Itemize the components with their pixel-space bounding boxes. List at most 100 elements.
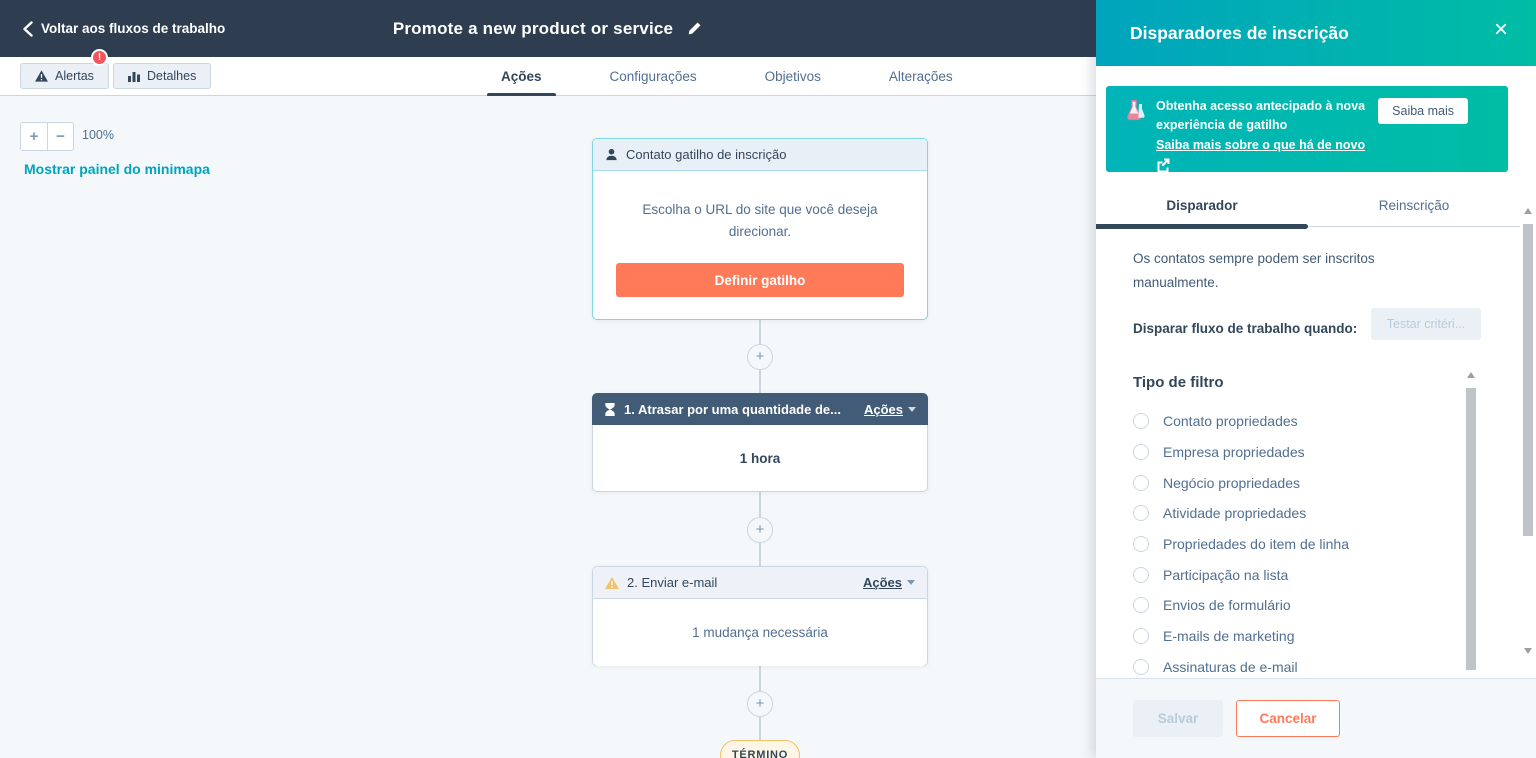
trigger-card-description: Escolha o URL do site que você deseja di… <box>642 202 878 240</box>
filter-list-scrollbar[interactable] <box>1464 372 1478 672</box>
radio-icon[interactable] <box>1133 413 1149 430</box>
tab-configuracoes[interactable]: Configurações <box>609 68 697 84</box>
filter-option-item-de-linha[interactable]: Propriedades do item de linha <box>1133 529 1463 560</box>
panel-tab-disparador[interactable]: Disparador <box>1096 190 1308 229</box>
editor-toolbar: Alertas ! Detalhes Ações Configurações O… <box>0 49 1096 97</box>
filter-option-label: E-mails de marketing <box>1163 628 1295 645</box>
add-action-button[interactable] <box>747 344 773 370</box>
alerts-badge: ! <box>91 49 108 66</box>
experiment-flasks-icon <box>1127 100 1145 121</box>
chevron-left-icon <box>23 20 33 37</box>
show-minimap-link[interactable]: Mostrar painel do minimapa <box>24 161 210 177</box>
filter-option-label: Assinaturas de e-mail <box>1163 658 1298 675</box>
panel-header: Disparadores de inscrição × <box>1096 0 1536 66</box>
panel-tab-reinscricao[interactable]: Reinscrição <box>1378 198 1450 213</box>
set-trigger-button[interactable]: Definir gatilho <box>616 263 904 297</box>
filter-option-empresa-propriedades[interactable]: Empresa propriedades <box>1133 437 1463 468</box>
details-label: Detalhes <box>147 69 197 83</box>
save-button[interactable]: Salvar <box>1133 700 1223 737</box>
email-card-title: 2. Enviar e-mail <box>627 575 718 590</box>
early-access-banner: Obtenha acesso antecipado à nova experiê… <box>1106 86 1508 172</box>
delay-actions-label: Ações <box>863 401 903 417</box>
add-action-button[interactable] <box>747 517 773 543</box>
filter-option-envios-formulario[interactable]: Envios de formulário <box>1133 590 1463 621</box>
scroll-down-icon[interactable] <box>1524 648 1532 654</box>
filter-option-label: Contato propriedades <box>1163 413 1298 430</box>
radio-icon[interactable] <box>1133 536 1149 553</box>
add-action-button[interactable] <box>747 691 773 717</box>
delay-actions-menu[interactable]: Ações <box>864 402 916 417</box>
panel-footer: Salvar Cancelar <box>1096 678 1536 758</box>
details-button[interactable]: Detalhes <box>113 63 212 89</box>
zoom-out-button[interactable]: − <box>47 123 73 150</box>
filter-option-label: Envios de formulário <box>1163 597 1291 614</box>
filter-option-label: Negócio propriedades <box>1163 474 1300 491</box>
radio-icon[interactable] <box>1133 505 1149 522</box>
alerts-button[interactable]: Alertas <box>20 63 109 89</box>
hourglass-icon <box>605 402 615 416</box>
panel-title: Disparadores de inscrição <box>1130 22 1349 43</box>
cancel-button[interactable]: Cancelar <box>1236 700 1340 737</box>
edit-title-button[interactable] <box>685 20 703 38</box>
filter-option-assinaturas-email[interactable]: Assinaturas de e-mail <box>1133 652 1463 683</box>
external-link-icon[interactable] <box>1156 157 1171 172</box>
scrollbar-thumb[interactable] <box>1466 388 1476 670</box>
filter-option-atividade-propriedades[interactable]: Atividade propriedades <box>1133 498 1463 529</box>
zoom-in-button[interactable]: + <box>21 123 47 150</box>
caret-down-icon <box>908 406 916 412</box>
radio-icon[interactable] <box>1133 597 1149 614</box>
filter-option-emails-marketing[interactable]: E-mails de marketing <box>1133 621 1463 652</box>
contact-person-icon <box>606 148 617 161</box>
tab-alteracoes[interactable]: Alterações <box>888 68 953 84</box>
trigger-when-label: Disparar fluxo de trabalho quando: <box>1133 321 1358 336</box>
panel-tabs: Disparador Reinscrição <box>1096 190 1520 229</box>
panel-scrollbar[interactable] <box>1522 204 1534 654</box>
banner-heading: Obtenha acesso antecipado à nova experiê… <box>1156 99 1366 133</box>
email-card-header[interactable]: 2. Enviar e-mail Ações <box>593 567 927 599</box>
filter-option-label: Empresa propriedades <box>1163 444 1305 461</box>
tab-objetivos[interactable]: Objetivos <box>764 68 821 84</box>
filter-option-negocio-propriedades[interactable]: Negócio propriedades <box>1133 467 1463 498</box>
filter-option-label: Atividade propriedades <box>1163 505 1307 522</box>
radio-icon[interactable] <box>1133 658 1149 675</box>
filter-option-label: Propriedades do item de linha <box>1163 536 1350 553</box>
workflow-canvas: + − 100% Mostrar painel do minimapa Cont… <box>0 96 1096 758</box>
enrollment-triggers-panel: Disparadores de inscrição × Obtenha aces… <box>1096 0 1536 758</box>
banner-learn-more-link[interactable]: Saiba mais sobre o que há de novo <box>1156 137 1366 152</box>
filter-option-participacao-lista[interactable]: Participação na lista <box>1133 559 1463 590</box>
filter-option-contato-propriedades[interactable]: Contato propriedades <box>1133 406 1463 437</box>
delay-action-card: 1. Atrasar por uma quantidade de... Açõe… <box>592 393 928 492</box>
trigger-card-header[interactable]: Contato gatilho de inscrição <box>593 139 927 171</box>
trigger-card-title: Contato gatilho de inscrição <box>626 147 787 162</box>
warning-triangle-icon <box>605 576 619 589</box>
radio-icon[interactable] <box>1133 474 1149 491</box>
delay-card-header[interactable]: 1. Atrasar por uma quantidade de... Açõe… <box>592 393 928 425</box>
zoom-controls: + − <box>20 122 74 151</box>
editor-tabs: Ações Configurações Objetivos Alterações <box>487 57 959 97</box>
close-icon[interactable]: × <box>1493 16 1508 43</box>
radio-icon[interactable] <box>1133 628 1149 645</box>
enrollment-trigger-card: Contato gatilho de inscrição Escolha o U… <box>592 138 928 320</box>
alert-triangle-icon <box>35 70 48 82</box>
email-actions-menu[interactable]: Ações <box>863 575 915 590</box>
scrollbar-thumb[interactable] <box>1523 224 1533 536</box>
filter-type-heading: Tipo de filtro <box>1133 374 1224 391</box>
delay-card-body[interactable]: 1 hora <box>592 425 928 492</box>
back-to-workflows-link[interactable]: Voltar aos fluxos de trabalho <box>22 0 225 57</box>
radio-icon[interactable] <box>1133 566 1149 583</box>
email-card-body[interactable]: 1 mudança necessária <box>593 599 927 666</box>
alerts-label: Alertas <box>55 69 94 83</box>
pencil-icon <box>688 22 701 35</box>
workflow-title: Promote a new product or service <box>392 18 674 38</box>
scroll-up-icon[interactable] <box>1467 372 1475 378</box>
radio-icon[interactable] <box>1133 444 1149 461</box>
banner-saiba-mais-button[interactable]: Saiba mais <box>1378 98 1468 124</box>
test-criteria-button[interactable]: Testar critéri... <box>1371 308 1481 340</box>
zoom-level: 100% <box>82 128 114 142</box>
filter-type-list: Contato propriedades Empresa propriedade… <box>1133 406 1463 682</box>
bar-chart-icon <box>128 72 140 82</box>
delay-card-title: 1. Atrasar por uma quantidade de... <box>624 401 841 417</box>
tab-acoes[interactable]: Ações <box>487 57 555 97</box>
scroll-up-icon[interactable] <box>1524 208 1532 214</box>
